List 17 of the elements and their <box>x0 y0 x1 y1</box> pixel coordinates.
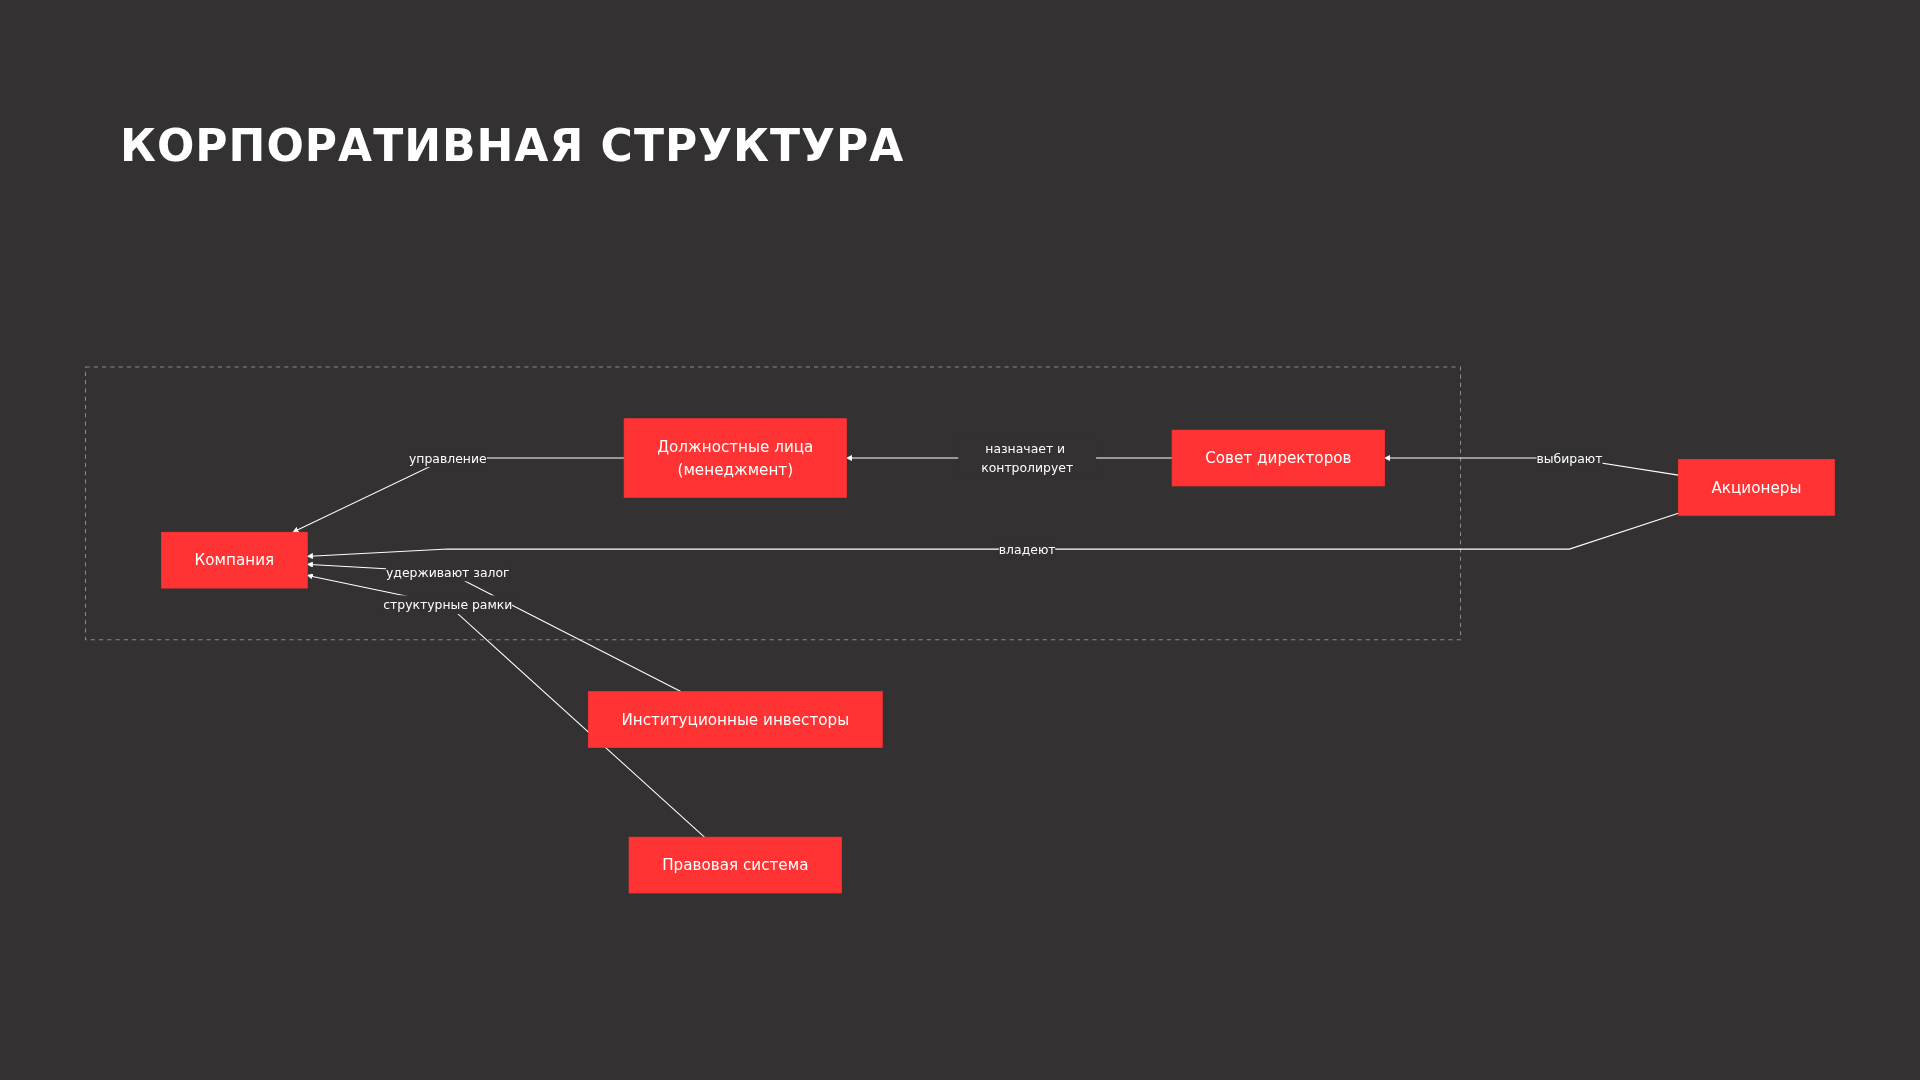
arrow <box>307 512 1679 560</box>
edge-label: выбирают <box>1536 450 1603 466</box>
node-box: Должностные лица (менеджмент) <box>623 418 847 498</box>
diagram-title: КОРПОРАТИВНАЯ СТРУКТУРА <box>120 120 905 171</box>
edge-label: владеют <box>998 541 1056 557</box>
node-box: Правовая система <box>628 836 842 894</box>
node-box: Акционеры <box>1678 459 1835 516</box>
node-box: Компания <box>161 531 308 589</box>
cluster <box>85 366 1462 641</box>
edge-label: структурные рамки <box>383 597 513 612</box>
node-box: Институционные инвесторы <box>587 691 883 748</box>
edge-label: удерживают залог <box>386 564 510 580</box>
edge-label: назначает и контролирует <box>981 441 1074 475</box>
arrow <box>307 561 682 693</box>
node-box: Совет директоров <box>1171 429 1385 487</box>
arrow <box>307 573 705 838</box>
edge-label: управление <box>408 450 487 466</box>
